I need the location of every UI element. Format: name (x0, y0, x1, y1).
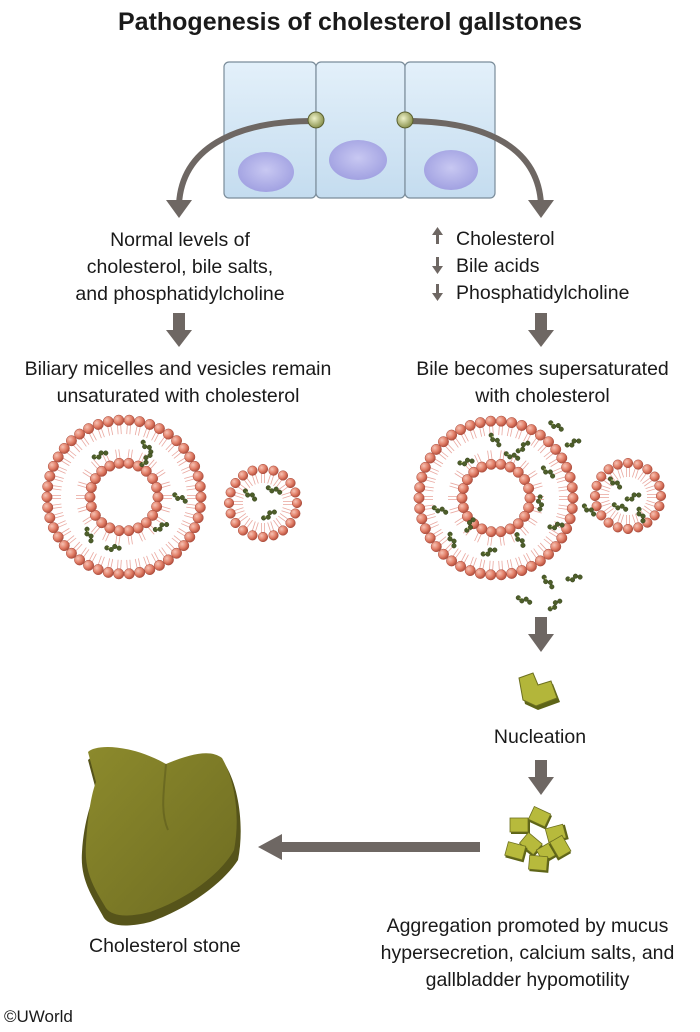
supersaturated-line: Bile becomes supersaturated (416, 358, 669, 380)
micelle-supersaturated (589, 457, 667, 535)
supersaturated-result-text: Bile becomes supersaturated with cholest… (390, 356, 695, 410)
vesicle-supersaturated (413, 415, 579, 581)
aggregation-line: gallbladder hypomotility (425, 969, 630, 991)
cell-nucleus (238, 152, 294, 192)
arrow-to-aggregation (528, 760, 554, 795)
arrow-to-stone (258, 834, 480, 860)
unsaturated-result-text: Biliary micelles and vesicles remain uns… (0, 356, 356, 410)
aggregation-line: hypersecretion, calcium salts, and (380, 942, 675, 964)
copyright-notice: ©UWorld (4, 1007, 73, 1026)
aggregation-line: Aggregation promoted by mucus (386, 915, 669, 937)
supersaturated-line: with cholesterol (475, 385, 610, 407)
nucleation-label: Nucleation (493, 726, 587, 748)
curved-arrow-left-head (166, 200, 192, 218)
cholesterol-stone (81, 747, 241, 926)
down-arrow-icon (432, 257, 443, 274)
micelle-unsaturated (223, 463, 303, 543)
normal-levels-text: Normal levels of cholesterol, bile salts… (40, 227, 320, 308)
aggregated-crystals (504, 805, 572, 873)
curved-arrow-right (404, 118, 544, 205)
bile-changes-list: Cholesterol Bile acids Phosphatidylcholi… (456, 226, 696, 307)
bile-change-cholesterol: Cholesterol (456, 228, 555, 250)
arrow-left-to-micelles (166, 313, 192, 347)
unsaturated-line: unsaturated with cholesterol (56, 385, 300, 407)
page-title: Pathogenesis of cholesterol gallstones (117, 8, 582, 36)
up-arrow-icon (432, 227, 443, 244)
normal-levels-line: and phosphatidylcholine (75, 283, 285, 305)
epithelial-cells (223, 61, 496, 199)
aggregation-text: Aggregation promoted by mucus hypersecre… (355, 913, 700, 994)
normal-levels-line: cholesterol, bile salts, (86, 256, 274, 278)
free-cholesterol-crystals (515, 420, 597, 612)
normal-levels-line: Normal levels of (110, 229, 250, 251)
cholesterol-stone-label: Cholesterol stone (89, 935, 241, 957)
down-arrow-icon (432, 284, 443, 301)
unsaturated-line: Biliary micelles and vesicles remain (24, 358, 332, 380)
bile-change-bile-acids: Bile acids (456, 255, 540, 277)
arrow-right-to-supersaturated (528, 313, 554, 347)
bile-change-phosphatidylcholine: Phosphatidylcholine (456, 282, 630, 304)
curved-arrow-right-head (528, 200, 554, 218)
vesicle-unsaturated (41, 414, 207, 580)
cell-nucleus (329, 140, 387, 180)
curved-arrow-left (176, 118, 315, 205)
nucleation-crystal (518, 672, 560, 710)
cell-junction (307, 111, 325, 129)
arrow-to-nucleation (528, 617, 554, 652)
cell-nucleus (424, 150, 478, 190)
cell-junction (396, 111, 414, 129)
